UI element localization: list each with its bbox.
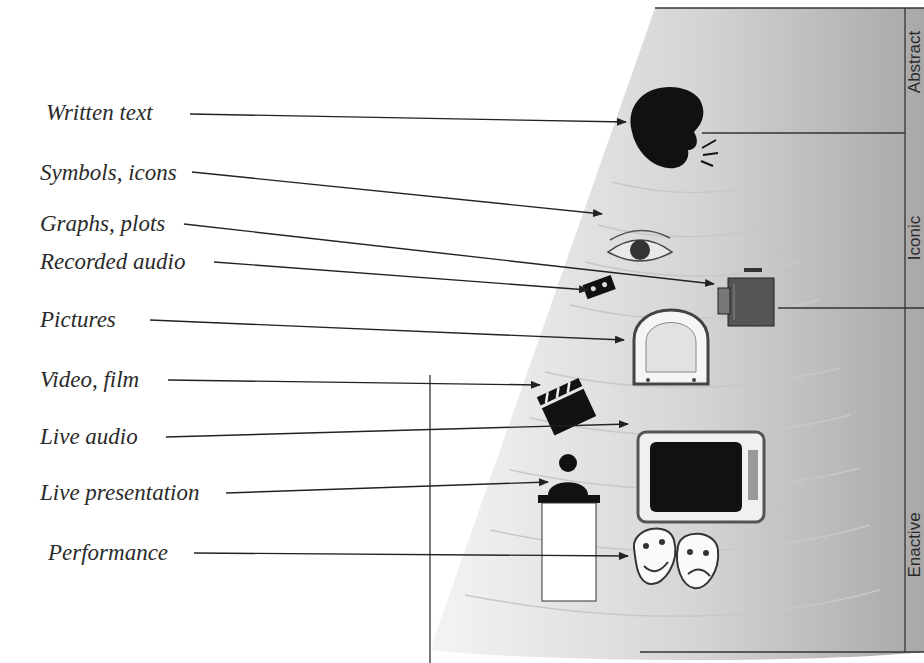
tv-controls (748, 450, 758, 500)
mask-eye (687, 549, 693, 555)
camera-top (744, 268, 762, 272)
media-label: Live presentation (40, 480, 199, 506)
clapboard-stripes (542, 382, 573, 403)
level-label: Iconic (905, 216, 924, 260)
clapboard-stripe (542, 392, 551, 403)
tragedy-mask (677, 534, 718, 588)
cassette-icon (582, 275, 615, 299)
head-silhouette (630, 87, 703, 168)
cassette-reel (601, 281, 607, 287)
camera-detail (734, 284, 735, 320)
camera-icon (718, 268, 774, 326)
mask-eye (659, 539, 665, 545)
leader-arrow (184, 224, 714, 284)
bracket-line (655, 7, 924, 8)
bracket-line (702, 132, 905, 133)
presenter-icon (538, 454, 600, 601)
speech-line (702, 140, 716, 148)
mask-eye (643, 543, 649, 549)
speech-lines (701, 140, 718, 166)
leader-arrow (150, 320, 624, 340)
camera-lens (718, 288, 730, 314)
bracket-line (640, 651, 924, 652)
comedy-mask (634, 528, 675, 584)
eye-icon (608, 230, 672, 261)
eye-outline (608, 240, 672, 261)
frame-inner (646, 323, 696, 373)
frame-knob (692, 378, 696, 382)
masks-icon (634, 528, 718, 588)
speech-line (701, 161, 713, 166)
speech-line (703, 153, 718, 155)
bracket-line (778, 307, 924, 308)
cone-band (612, 178, 790, 193)
mask-eye (703, 550, 709, 556)
media-label: Graphs, plots (40, 211, 165, 237)
frame-outline (634, 310, 708, 384)
cone-band (465, 590, 880, 616)
media-label: Performance (48, 540, 168, 566)
picture-frame-icon (634, 310, 708, 384)
cone-bands (465, 178, 880, 616)
leader-arrow (168, 380, 540, 385)
clapboard-top (537, 378, 582, 406)
level-label: Enactive (905, 512, 924, 577)
leader-arrows (150, 114, 714, 556)
frame-knob (646, 378, 650, 382)
clapboard-stripe (553, 387, 562, 398)
media-label: Live audio (40, 424, 138, 450)
cassette-body (582, 275, 615, 299)
cone-band (598, 222, 790, 237)
leader-arrow (226, 482, 548, 493)
television-icon (638, 432, 764, 522)
cassette-reel (590, 286, 596, 292)
media-label: Pictures (40, 307, 116, 333)
cone-band (585, 262, 800, 276)
level-label: Abstract (905, 31, 924, 93)
podium (542, 503, 596, 601)
media-label: Video, film (40, 367, 139, 393)
tv-cabinet (638, 432, 764, 522)
cone-shape (430, 8, 924, 660)
leader-arrow (214, 262, 588, 290)
leader-arrow (166, 424, 628, 437)
presenter-head (559, 454, 577, 472)
mask-mouth (688, 569, 710, 576)
camera-body (728, 278, 774, 326)
clapboard-stripe (564, 382, 573, 393)
leader-arrow (192, 172, 602, 214)
media-label: Symbols, icons (40, 160, 177, 186)
podium-top (538, 495, 600, 503)
mask-mouth (644, 562, 668, 571)
eye-iris (630, 240, 650, 260)
speaking-head-icon (630, 87, 718, 168)
eyebrow (610, 230, 670, 240)
divider-line (429, 375, 430, 663)
leader-arrow (194, 553, 628, 556)
media-label: Recorded audio (40, 249, 185, 275)
leader-arrow (190, 114, 626, 122)
presenter-body (548, 482, 588, 495)
media-label: Written text (46, 100, 153, 126)
tv-screen (650, 442, 742, 512)
